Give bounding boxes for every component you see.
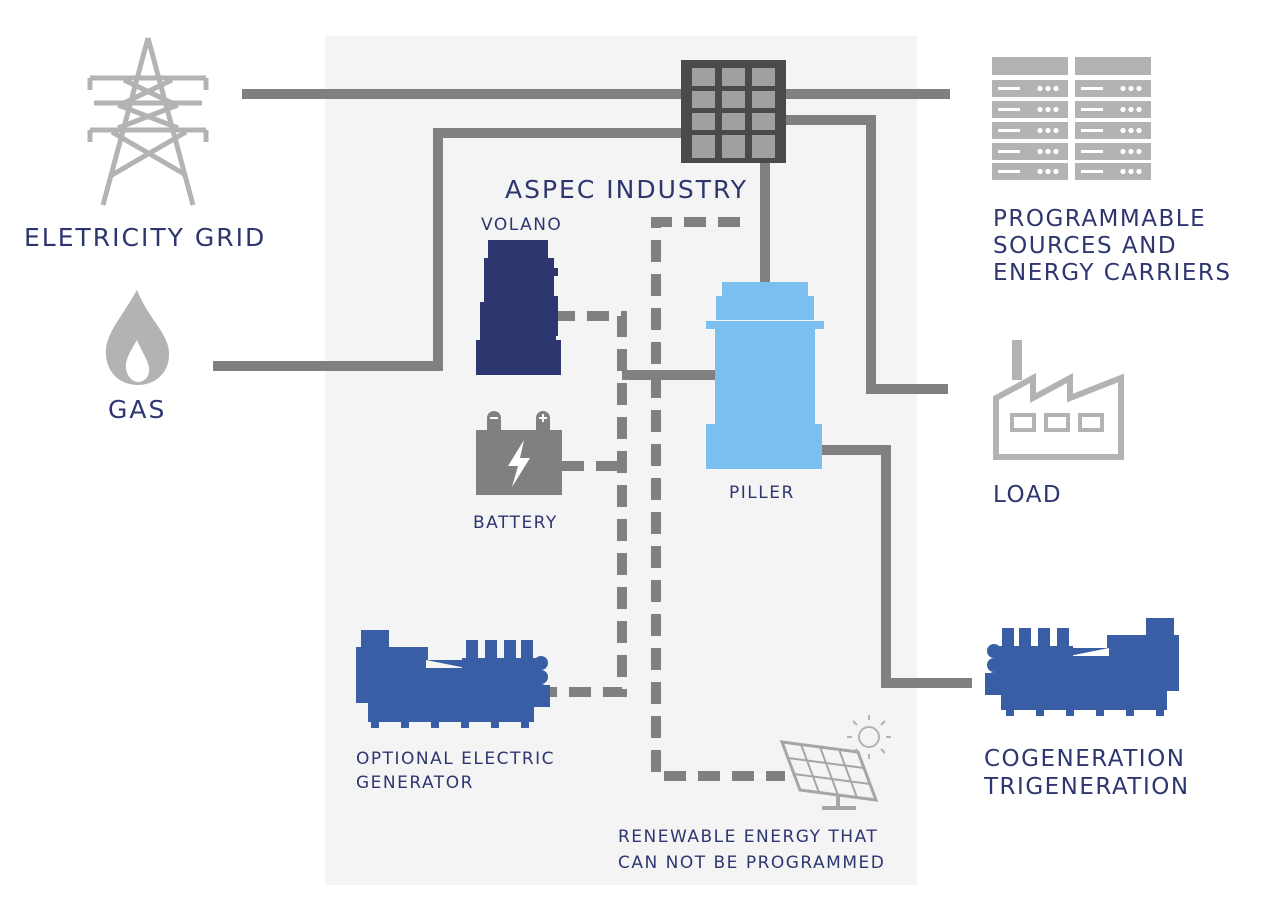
- server-unit: [1075, 122, 1151, 139]
- server-led: [1053, 106, 1059, 113]
- server-led: [1045, 168, 1051, 175]
- ups-cabinet-icon: [706, 282, 824, 469]
- server-unit: [992, 57, 1068, 75]
- dash-renewable: [651, 217, 785, 781]
- programmable-label-line3: ENERGY CARRIERS: [993, 260, 1231, 286]
- server-slot: [1081, 87, 1103, 90]
- server-led: [1037, 85, 1043, 92]
- diesel-generator-icon: [356, 630, 550, 728]
- server-slot: [998, 150, 1020, 153]
- grid-label: ELETRICITY GRID: [24, 223, 266, 252]
- server-unit: [992, 101, 1068, 118]
- server-slot: [998, 170, 1020, 173]
- server-led: [1136, 168, 1142, 175]
- cogeneration-label-line2: TRIGENERATION: [983, 774, 1190, 800]
- load-label: LOAD: [993, 482, 1062, 508]
- programmable-label-line1: PROGRAMMABLE: [993, 206, 1206, 232]
- flame-icon: [105, 290, 170, 385]
- server-led: [1053, 148, 1059, 155]
- server-unit: [1075, 163, 1151, 180]
- server-led: [1037, 106, 1043, 113]
- flywheel-ups-icon: [476, 240, 561, 375]
- solar-panel-icon: [779, 715, 891, 810]
- server-led: [1128, 168, 1134, 175]
- server-led: [1053, 85, 1059, 92]
- server-slot: [998, 87, 1020, 90]
- gas-line: [213, 128, 690, 371]
- programmable-label-line2: SOURCES AND: [993, 233, 1177, 259]
- server-unit: [1075, 101, 1151, 118]
- server-led: [1128, 148, 1134, 155]
- server-led: [1037, 127, 1043, 134]
- server-led: [1045, 85, 1051, 92]
- server-slot: [998, 129, 1020, 132]
- gas-label: GAS: [108, 395, 166, 424]
- dash-volano: [550, 311, 627, 697]
- load-line: [784, 115, 948, 394]
- power-pylon-icon: [87, 37, 209, 206]
- volano-label: VOLANO: [481, 215, 562, 235]
- server-slot: [1081, 150, 1103, 153]
- power-lines: [213, 89, 972, 688]
- server-led: [1136, 127, 1142, 134]
- server-slot: [998, 108, 1020, 111]
- switchgear-icon: [681, 60, 786, 163]
- server-led: [1120, 168, 1126, 175]
- server-unit: [992, 163, 1068, 180]
- renewable-label-line2: CAN NOT BE PROGRAMMED: [618, 853, 885, 873]
- server-led: [1128, 85, 1134, 92]
- generator-label-line1: OPTIONAL ELECTRIC: [356, 749, 555, 769]
- server-led: [1120, 127, 1126, 134]
- server-rack-icon: [992, 57, 1151, 180]
- server-led: [1053, 127, 1059, 134]
- battery-icon: [476, 411, 562, 495]
- dashed-lines: [550, 217, 785, 781]
- server-led: [1120, 85, 1126, 92]
- server-led: [1037, 148, 1043, 155]
- server-led: [1136, 85, 1142, 92]
- factory-icon: [993, 340, 1124, 460]
- server-led: [1045, 106, 1051, 113]
- cogeneration-engine-icon: [985, 618, 1179, 716]
- battery-label: BATTERY: [473, 513, 558, 533]
- server-unit: [1075, 57, 1151, 75]
- cogeneration-label-line1: COGENERATION: [984, 746, 1185, 772]
- server-led: [1053, 168, 1059, 175]
- server-led: [1037, 168, 1043, 175]
- industry-title: ASPEC INDUSTRY: [505, 175, 748, 204]
- generator-label-line2: GENERATOR: [356, 773, 474, 793]
- server-led: [1120, 106, 1126, 113]
- server-led: [1136, 106, 1142, 113]
- server-slot: [1081, 170, 1103, 173]
- piller-label: PILLER: [729, 483, 795, 503]
- server-led: [1128, 106, 1134, 113]
- server-led: [1136, 148, 1142, 155]
- renewable-label-line1: RENEWABLE ENERGY THAT: [618, 827, 878, 847]
- server-slot: [1081, 129, 1103, 132]
- server-unit: [992, 80, 1068, 97]
- server-slot: [1081, 108, 1103, 111]
- server-unit: [1075, 143, 1151, 160]
- server-unit: [992, 143, 1068, 160]
- server-unit: [1075, 80, 1151, 97]
- server-led: [1045, 127, 1051, 134]
- server-led: [1128, 127, 1134, 134]
- cogeneration-line: [822, 445, 972, 688]
- server-led: [1120, 148, 1126, 155]
- server-unit: [992, 122, 1068, 139]
- server-led: [1045, 148, 1051, 155]
